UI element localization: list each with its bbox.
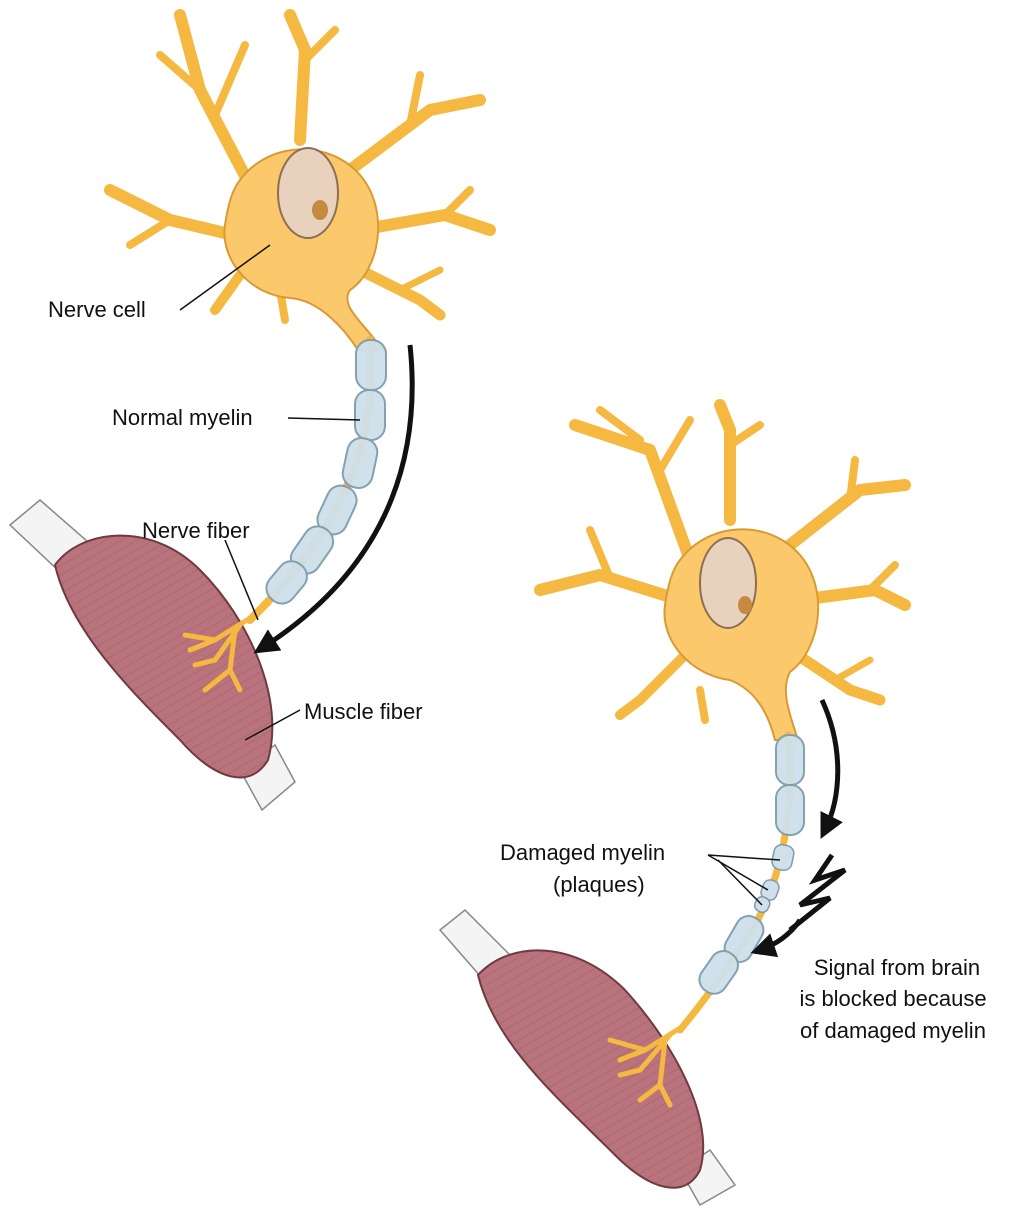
blocked-signal-zigzag	[790, 855, 845, 930]
leader-normal-myelin	[288, 418, 360, 420]
right-axon	[610, 735, 804, 1105]
right-signal-arrow-bottom	[760, 920, 800, 950]
left-axon	[185, 340, 386, 690]
leader-damaged-myelin-1	[708, 855, 780, 860]
label-normal-myelin: Normal myelin	[112, 405, 253, 431]
left-nucleolus	[312, 200, 328, 220]
right-signal-arrow-top	[822, 700, 838, 830]
label-plaques: (plaques)	[553, 872, 645, 898]
label-nerve-fiber: Nerve fiber	[142, 518, 250, 544]
leader-damaged-myelin-2	[708, 855, 768, 890]
left-nucleus	[278, 148, 338, 238]
label-damaged-myelin: Damaged myelin	[500, 840, 665, 866]
label-signal-line-3: of damaged myelin	[775, 1018, 1011, 1044]
left-muscle	[10, 500, 295, 810]
label-nerve-cell: Nerve cell	[48, 297, 146, 323]
right-muscle	[440, 910, 735, 1205]
right-nerve-cell	[540, 405, 905, 740]
right-nucleolus	[738, 596, 752, 614]
label-signal-line-1: Signal from brain	[782, 955, 1012, 981]
left-nerve-cell	[110, 15, 490, 350]
right-nucleus	[700, 538, 756, 628]
label-signal-line-2: is blocked because	[775, 986, 1011, 1012]
label-muscle-fiber: Muscle fiber	[304, 699, 423, 725]
